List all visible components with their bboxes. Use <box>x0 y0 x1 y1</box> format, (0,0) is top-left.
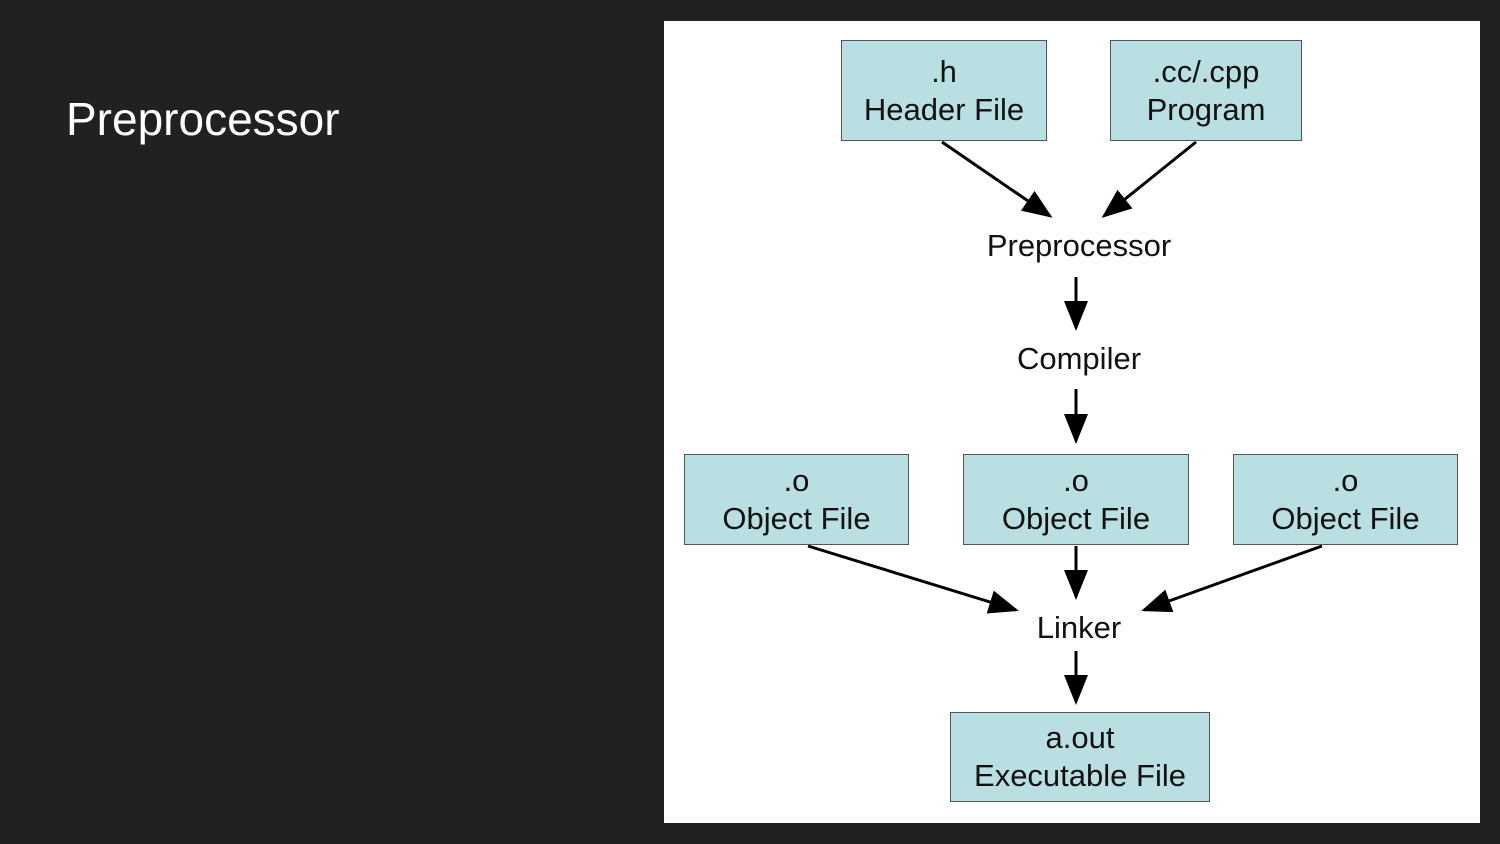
header-file-extension: .h <box>931 53 957 89</box>
build-pipeline-diagram: .h Header File .cc/.cpp Program Preproce… <box>664 21 1480 823</box>
object-left-label: Object File <box>722 500 871 536</box>
diagram-arrows <box>807 140 1323 705</box>
header-file-box: .h Header File <box>841 40 1047 141</box>
compiler-node: Compiler <box>1016 341 1142 376</box>
executable-label: Executable File <box>974 758 1186 793</box>
program-label: Program <box>1146 91 1266 127</box>
arrow-object-left-to-linker <box>807 544 1019 614</box>
object-file-box-left: .o Object File <box>684 454 909 545</box>
object-file-box-right: .o Object File <box>1233 454 1458 545</box>
arrow-object-right-to-linker <box>1141 544 1323 613</box>
program-extension: .cc/.cpp <box>1152 53 1260 89</box>
header-file-label: Header File <box>863 91 1025 127</box>
executable-extension: a.out <box>1045 720 1115 755</box>
arrow-header-to-preprocessor <box>941 140 1053 218</box>
slide-title: Preprocessor <box>66 93 340 145</box>
preprocessor-node: Preprocessor <box>986 228 1172 263</box>
object-left-extension: .o <box>783 462 810 498</box>
object-right-label: Object File <box>1271 500 1420 536</box>
arrow-program-to-preprocessor <box>1101 140 1197 218</box>
object-middle-extension: .o <box>1063 462 1089 498</box>
object-right-extension: .o <box>1332 462 1359 498</box>
linker-node: Linker <box>1036 610 1122 645</box>
object-middle-label: Object File <box>1001 500 1151 536</box>
executable-file-box: a.out Executable File <box>950 712 1210 802</box>
program-box: .cc/.cpp Program <box>1110 40 1302 141</box>
object-file-box-middle: .o Object File <box>963 454 1189 545</box>
